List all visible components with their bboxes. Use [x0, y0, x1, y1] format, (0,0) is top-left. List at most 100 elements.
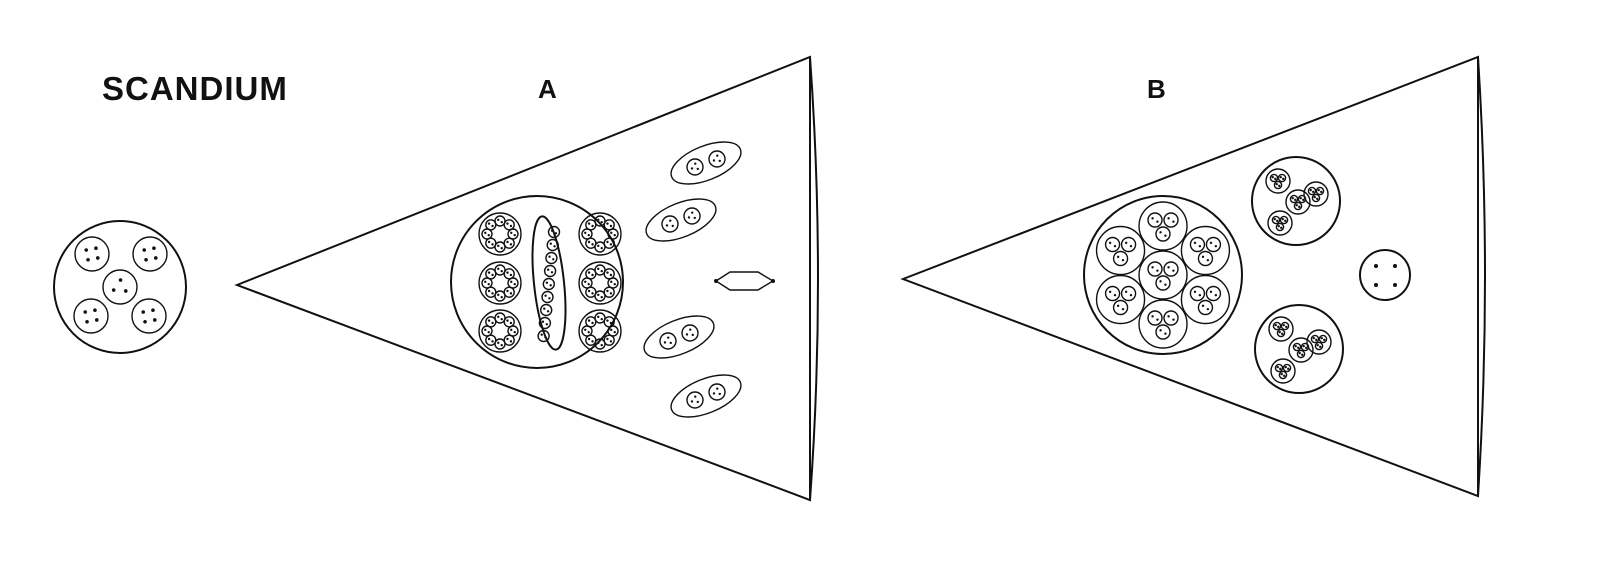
small-globule	[494, 264, 506, 276]
small-globule	[494, 312, 506, 324]
small-globule	[1275, 222, 1285, 232]
triplet-outline	[1270, 358, 1296, 384]
triplet-group	[1270, 358, 1296, 384]
panel-b-lower-sphere	[1254, 304, 1344, 394]
small-globule	[603, 334, 615, 346]
small-globule	[659, 332, 677, 350]
small-globule	[1297, 194, 1307, 204]
small-globule	[1271, 215, 1281, 225]
small-globule	[1292, 342, 1302, 352]
triplet-outline	[1303, 181, 1329, 207]
ovoid-body	[670, 141, 742, 185]
ring-cluster	[478, 309, 522, 353]
small-globule	[1274, 363, 1284, 373]
small-globule	[585, 286, 597, 298]
small-globule	[1272, 321, 1282, 331]
small-globule	[708, 383, 726, 401]
small-globule	[607, 277, 619, 289]
ring-outline	[478, 309, 522, 353]
small-globule	[1315, 186, 1325, 196]
scandium-atom-overview	[53, 220, 187, 354]
small-globule	[683, 207, 701, 225]
panel-b-upper-sphere	[1251, 156, 1341, 246]
triplet-outline	[1138, 250, 1188, 300]
overview-globule	[73, 298, 109, 334]
small-globule	[603, 268, 615, 280]
small-globule	[607, 325, 619, 337]
overview-globule	[132, 236, 168, 272]
small-globule	[503, 268, 515, 280]
triplet-group	[1306, 329, 1332, 355]
small-globule	[581, 228, 593, 240]
small-globule	[485, 237, 497, 249]
small-globule	[494, 241, 506, 253]
small-globule	[1104, 236, 1121, 253]
ovoid-outline	[643, 315, 715, 359]
small-globule	[1155, 226, 1171, 242]
small-globule	[1155, 324, 1171, 340]
triplet-group	[1095, 274, 1146, 325]
triplet-group	[1303, 181, 1329, 207]
small-globule	[1163, 261, 1179, 277]
panel-a-label: A	[538, 74, 557, 104]
ovoid-body	[645, 198, 717, 242]
overview-globule	[102, 269, 138, 305]
triplet-outline	[1268, 316, 1294, 342]
ring-outline	[478, 261, 522, 305]
ovoid-outline	[645, 198, 717, 242]
small-globule	[594, 312, 606, 324]
small-globule	[1120, 285, 1137, 302]
triplet-group	[1138, 250, 1188, 300]
ring-outline	[578, 309, 622, 353]
small-globule	[585, 268, 597, 280]
small-globule	[1104, 285, 1121, 302]
small-globule	[1300, 342, 1310, 352]
ring-cluster	[478, 261, 522, 305]
small-globule	[1279, 215, 1289, 225]
small-globule	[686, 158, 704, 176]
triplet-outline	[1138, 201, 1188, 251]
panel-a-ovoid-bodies	[643, 141, 742, 418]
small-globule	[603, 286, 615, 298]
overview-group	[132, 236, 168, 272]
small-globule	[481, 325, 493, 337]
triplet-outline	[1265, 168, 1291, 194]
small-globule	[581, 277, 593, 289]
panel-a-hexagon-body	[714, 271, 775, 291]
small-globule	[1147, 261, 1163, 277]
triplet-outline	[1180, 274, 1231, 325]
ovoid-body	[643, 315, 715, 359]
triplet-outline	[1138, 299, 1188, 349]
small-globule	[1205, 236, 1222, 253]
ring-outline	[478, 212, 522, 256]
small-globule	[661, 215, 679, 233]
small-globule	[1112, 299, 1129, 316]
small-globule	[481, 277, 493, 289]
overview-group	[102, 269, 138, 305]
small-globule	[708, 150, 726, 168]
small-globule	[603, 316, 615, 328]
small-globule	[1205, 285, 1222, 302]
small-globule	[1289, 194, 1299, 204]
triplet-group	[1138, 201, 1188, 251]
small-globule	[537, 329, 550, 343]
overview-group	[73, 298, 109, 334]
small-globule	[545, 251, 558, 265]
small-globule	[1147, 310, 1163, 326]
small-globule	[1147, 212, 1163, 228]
small-globule	[1269, 173, 1279, 183]
small-globule	[1163, 310, 1179, 326]
small-globule	[485, 286, 497, 298]
small-globule	[485, 268, 497, 280]
small-globule	[1189, 285, 1206, 302]
small-globule	[585, 334, 597, 346]
triplet-outline	[1288, 337, 1314, 363]
small-globule	[547, 225, 561, 239]
small-globule	[494, 338, 506, 350]
small-globule	[585, 237, 597, 249]
small-globule	[540, 303, 553, 317]
small-globule	[1296, 349, 1306, 359]
ring-cluster	[578, 212, 622, 256]
ovoid-outline	[670, 374, 742, 418]
